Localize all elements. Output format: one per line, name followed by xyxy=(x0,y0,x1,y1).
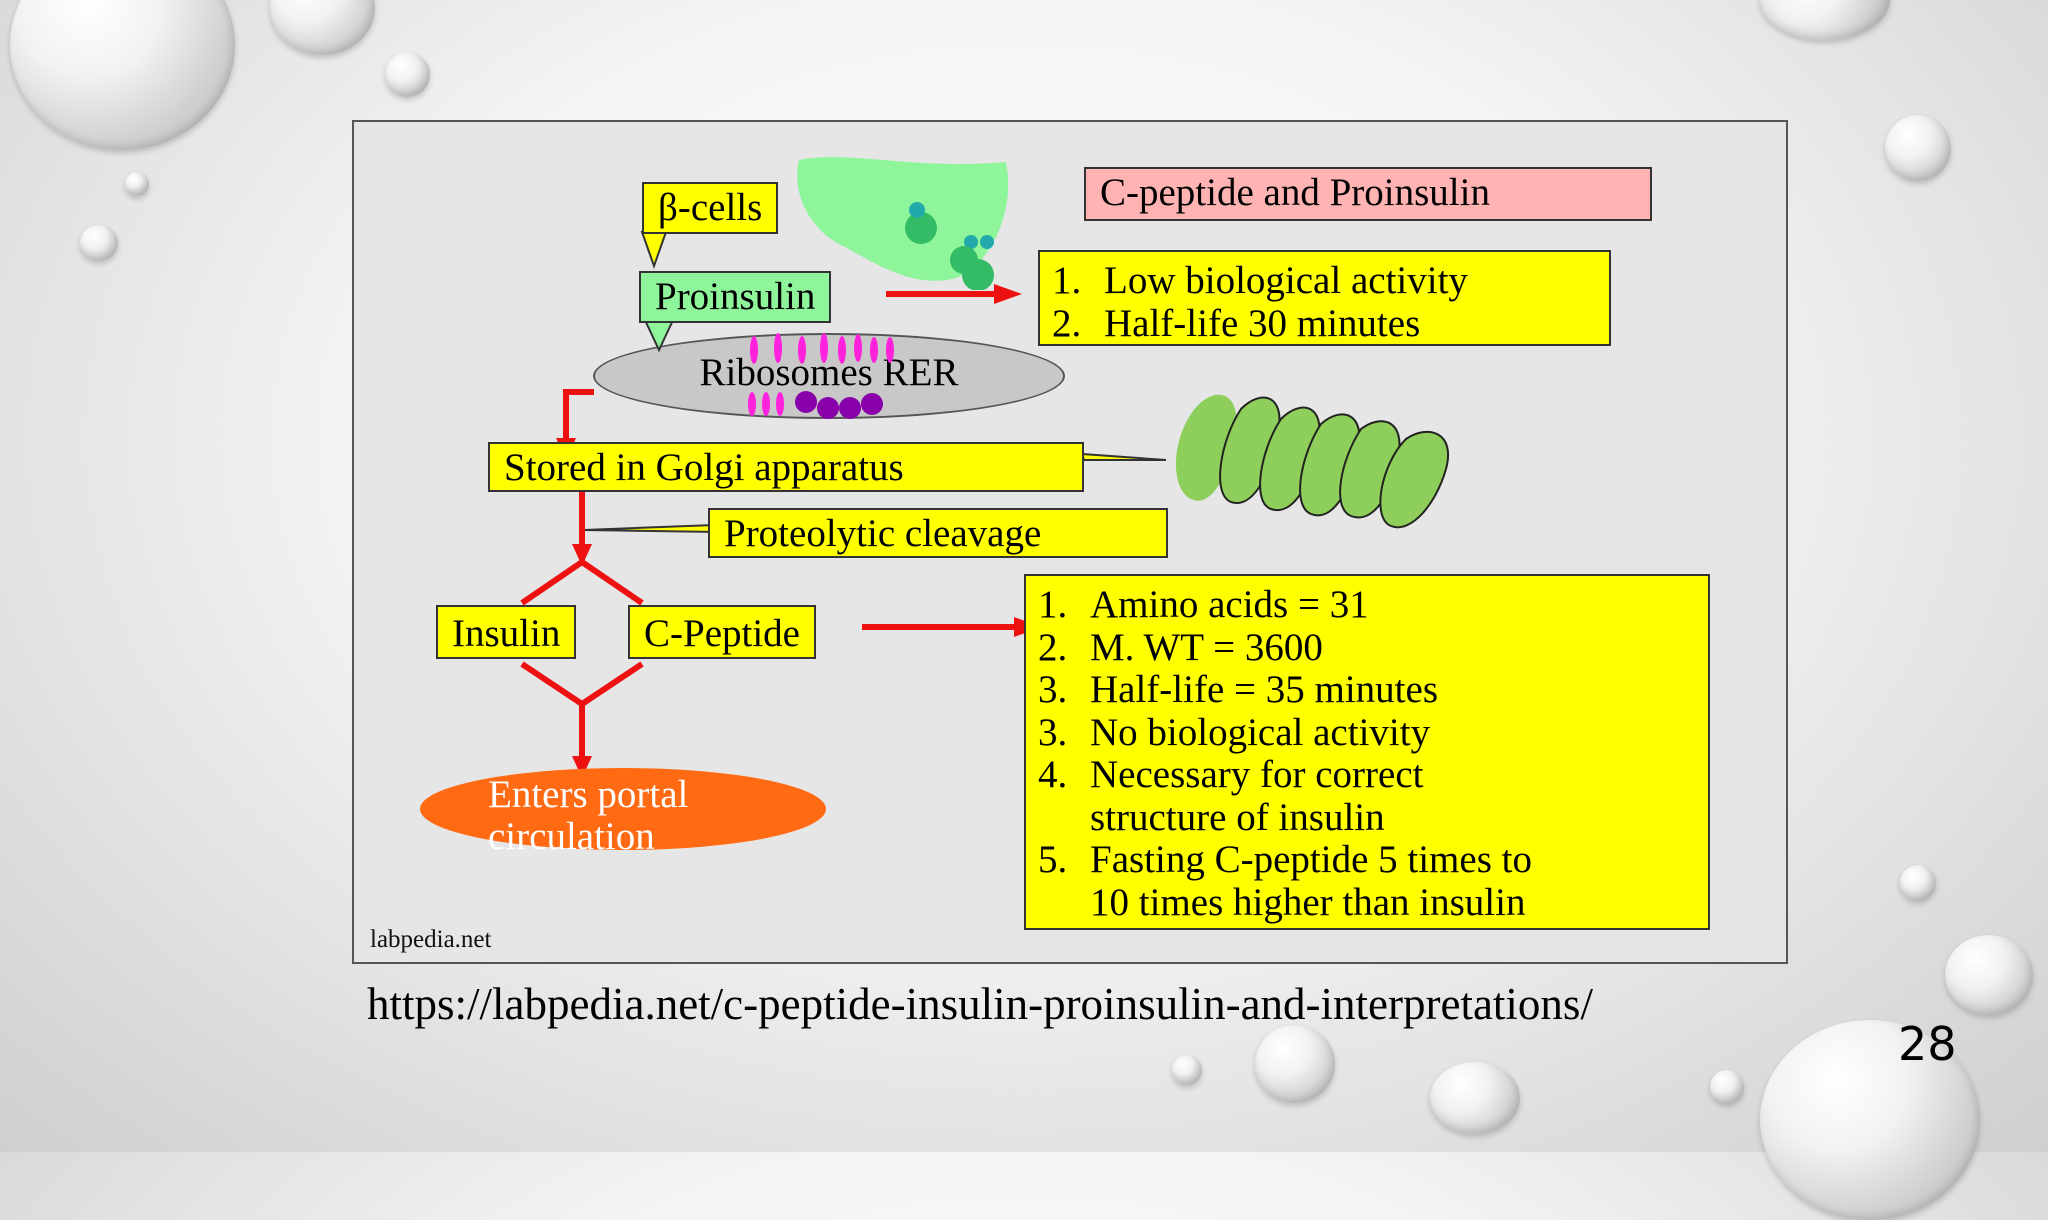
water-drop xyxy=(1945,935,2033,1015)
fact-number: 1. xyxy=(1052,259,1082,302)
beta-cells-label: β-cells xyxy=(658,186,763,229)
fact-item: 5. Fasting C-peptide 5 times to 10 times … xyxy=(1038,838,1696,924)
fact-text: Low biological activity xyxy=(1104,259,1468,302)
water-drop xyxy=(1430,1062,1520,1134)
cleavage-box: Proteolytic cleavage xyxy=(708,508,1168,558)
water-drop xyxy=(1885,115,1951,181)
fact-text: Necessary for correct structure of insul… xyxy=(1090,753,1424,839)
fact-number: 4. xyxy=(1038,753,1068,796)
water-drop xyxy=(1710,1070,1744,1104)
proinsulin-box: Proinsulin xyxy=(639,271,832,323)
fact-item: 2. Half-life 30 minutes xyxy=(1052,301,1597,346)
water-drop xyxy=(1760,0,1890,40)
fact-text: M. WT = 3600 xyxy=(1090,625,1323,669)
fact-text: Amino acids = 31 xyxy=(1090,583,1369,626)
water-drop xyxy=(10,0,235,150)
water-drop xyxy=(125,172,149,196)
fact-number: 2. xyxy=(1038,625,1068,669)
fact-item: 3. Half-life = 35 minutes xyxy=(1038,668,1696,712)
fact-number: 5. xyxy=(1038,838,1068,881)
ribosomes-label: Ribosomes RER xyxy=(699,351,959,394)
water-drop xyxy=(1900,865,1936,901)
fact-text: Half-life 30 minutes xyxy=(1104,301,1421,345)
fact-item: 3. No biological activity xyxy=(1038,710,1696,755)
flow-connectors xyxy=(520,231,1167,778)
diagram-panel: Ribosomes RER xyxy=(352,120,1788,964)
cpeptide-box: C-Peptide xyxy=(628,605,816,659)
fact-item: 1. Amino acids = 31 xyxy=(1038,583,1696,627)
proinsulin-facts-box: 1. Low biological activity 2. Half-life 30 … xyxy=(1038,250,1611,346)
fact-item: 1. Low biological activity xyxy=(1052,259,1597,303)
ribosome-particles xyxy=(748,333,894,419)
cpeptide-label: C-Peptide xyxy=(644,612,800,655)
beta-cells-box: β-cells xyxy=(642,182,779,234)
fact-item: 2. M. WT = 3600 xyxy=(1038,625,1696,670)
water-drop xyxy=(1255,1025,1335,1103)
portal-label: Enters portal circulation xyxy=(488,773,689,858)
diagram-title: C-peptide and Proinsulin xyxy=(1100,171,1490,214)
source-credit: labpedia.net xyxy=(370,926,491,954)
title-box: C-peptide and Proinsulin xyxy=(1084,167,1652,221)
insulin-box: Insulin xyxy=(436,605,577,659)
cleavage-label: Proteolytic cleavage xyxy=(724,512,1042,555)
water-drop xyxy=(80,225,118,261)
fact-text: No biological activity xyxy=(1090,710,1431,754)
golgi-illustration xyxy=(1176,394,1449,529)
fact-number: 2. xyxy=(1052,301,1082,345)
fact-text: Fasting C-peptide 5 times to 10 times hi… xyxy=(1090,838,1532,924)
fact-text: Half-life = 35 minutes xyxy=(1090,668,1438,711)
golgi-box: Stored in Golgi apparatus xyxy=(488,442,1084,492)
water-drop xyxy=(1172,1055,1202,1085)
proinsulin-label: Proinsulin xyxy=(655,275,816,318)
fact-number: 3. xyxy=(1038,668,1068,711)
slide-number: 28 xyxy=(1898,1017,1957,1071)
water-drop xyxy=(385,52,430,97)
water-drop xyxy=(270,0,375,55)
credit-label: labpedia.net xyxy=(370,926,492,953)
fact-number: 3. xyxy=(1038,710,1068,754)
golgi-label: Stored in Golgi apparatus xyxy=(504,446,904,489)
fact-number: 1. xyxy=(1038,583,1068,626)
insulin-label: Insulin xyxy=(452,612,561,655)
source-url[interactable]: https://labpedia.net/c-peptide-insulin-p… xyxy=(367,979,1593,1029)
cpeptide-facts-box: 1. Amino acids = 31 2. M. WT = 3600 3. Half-l… xyxy=(1024,574,1710,930)
portal-circulation-oval: Enters portal circulation xyxy=(420,768,826,858)
beta-cell-illustration xyxy=(797,157,1009,290)
fact-item: 4. Necessary for correct structure of ins… xyxy=(1038,753,1696,839)
